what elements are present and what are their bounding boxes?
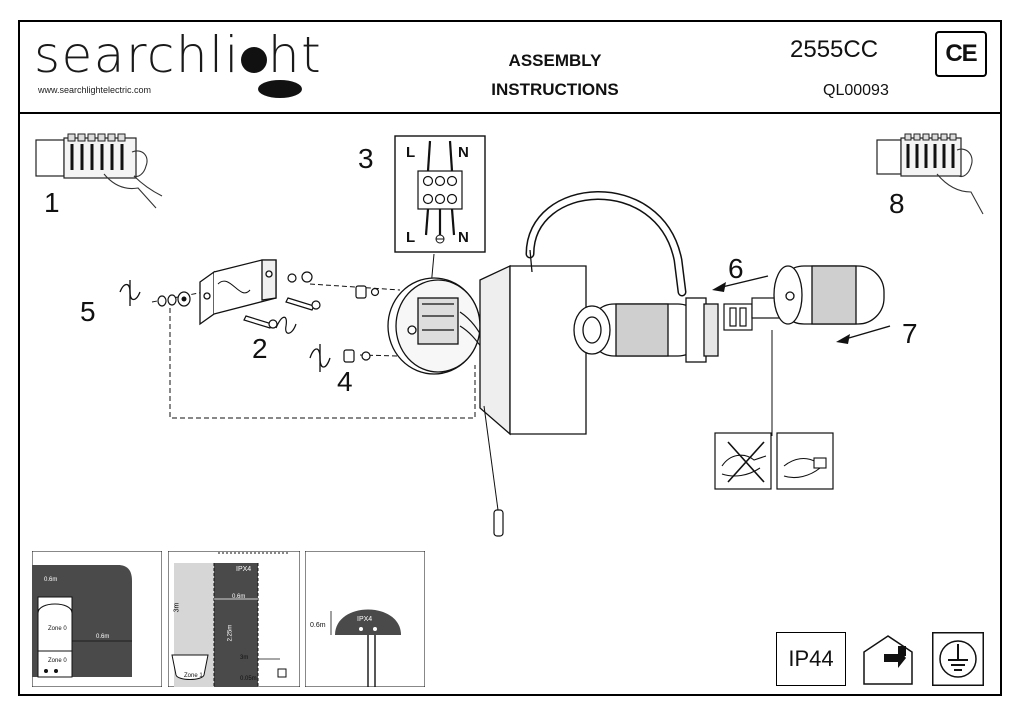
- house-indoor-icon: [863, 635, 913, 685]
- live-label-bottom: L: [406, 229, 416, 246]
- exploded-assembly-drawing: [119, 191, 891, 537]
- step-6-number: 6: [728, 253, 744, 284]
- shower-dist-0-6m: 0.6m: [310, 622, 326, 629]
- shower-zone-diagram: [305, 551, 425, 687]
- step-1-number: 1: [44, 187, 60, 218]
- step-5-number: 5: [80, 296, 96, 327]
- header-divider: [18, 112, 1002, 114]
- zone-height-3m-b: 3m: [240, 655, 249, 661]
- zone-dist-0-6m: 0.6m: [44, 577, 58, 583]
- live-label-top: L: [406, 144, 416, 161]
- reference-code: QL00093: [823, 82, 889, 99]
- bathroom-zone-diagram-1: [32, 551, 162, 687]
- step-2-number: 2: [252, 333, 268, 364]
- zone-height-3m: 3m: [173, 602, 181, 613]
- product-code: 2555CC: [790, 36, 879, 63]
- shower-ipx4-label: IPX4: [357, 616, 373, 623]
- ip44-rating-badge: IP44: [776, 632, 846, 686]
- step-8-number: 8: [889, 188, 905, 219]
- bathroom-zone-diagram-2: [168, 551, 300, 687]
- terminal-block-hand-illustration-1: [35, 133, 163, 209]
- brand-logo-dot: [240, 47, 267, 73]
- lamp-handling-illustrations: [714, 432, 834, 490]
- page-frame: [18, 20, 1002, 696]
- document-title: ASSEMBLY INSTRUCTIONS: [470, 46, 640, 104]
- zone-0-label-lower: Zone 0: [48, 658, 67, 664]
- step-7-number: 7: [902, 318, 918, 349]
- neutral-label-bottom: N: [458, 229, 469, 246]
- ipx4-label: IPX4: [236, 566, 252, 573]
- zone-height-2-25m: 2.25m: [227, 624, 234, 642]
- title-line-1: ASSEMBLY: [508, 51, 602, 70]
- brand-logo-shadow: [258, 80, 302, 98]
- zone-dist-0-6m-c: 0.6m: [232, 594, 246, 600]
- step-3-number: 3: [358, 143, 374, 174]
- zone-0-label: Zone 0: [48, 626, 67, 632]
- title-line-2: INSTRUCTIONS: [491, 80, 619, 99]
- ce-mark: CE: [935, 31, 987, 77]
- terminal-block-hand-illustration-8: [876, 133, 984, 215]
- earth-ground-icon: [932, 632, 984, 686]
- neutral-label-top: N: [458, 144, 469, 161]
- zone-dist-0-6m-b: 0.6m: [96, 634, 110, 640]
- zone-dist-0-05m: 0.05m: [240, 676, 257, 682]
- wiring-terminal-detail: [394, 135, 486, 253]
- step-4-number: 4: [337, 366, 353, 397]
- zone-1-label: Zone 1: [184, 673, 203, 679]
- brand-url: www.searchlightelectric.com: [38, 85, 152, 95]
